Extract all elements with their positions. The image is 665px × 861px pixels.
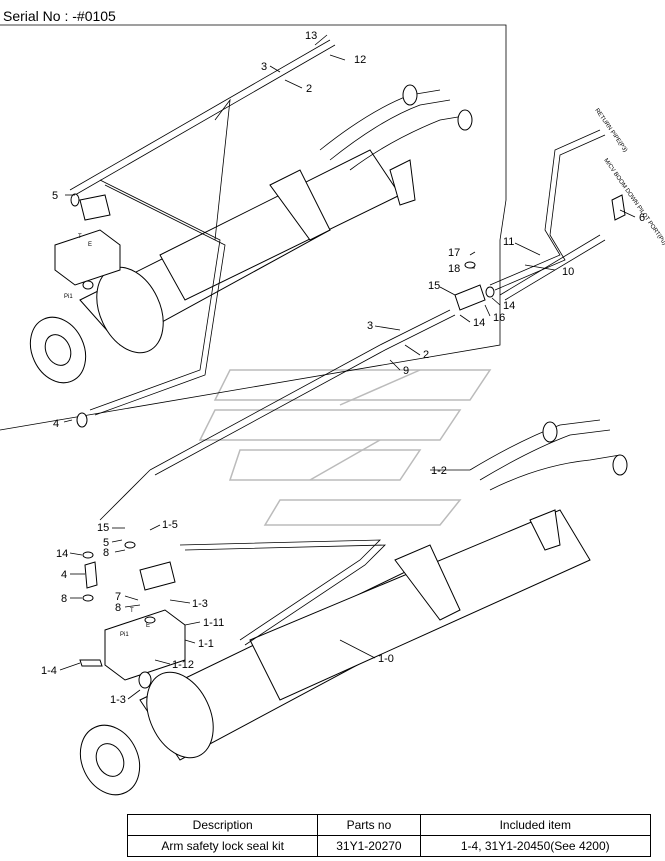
callout-4-upper: 4 [53,418,59,430]
callout-8-a: 8 [103,547,109,559]
e-label-lower: E [146,623,150,629]
callout-11: 11 [503,236,514,248]
callout-7: 7 [115,591,121,603]
callout-1-11: 1-11 [203,617,224,629]
cell-parts-no: 31Y1-20270 [317,835,421,857]
pi1-label-upper: Pi1 [64,294,73,300]
callout-1-5: 1-5 [162,519,178,531]
callout-4-lower: 4 [61,569,67,581]
callout-5-upper: 5 [52,190,58,202]
callout-17: 17 [448,247,460,259]
parts-table: Description Parts no Included item Arm s… [126,814,651,857]
callout-1-12: 1-12 [172,659,194,671]
callout-18: 18 [448,263,460,275]
t-label-lower: T [130,608,134,614]
cell-included-item: 1-4, 31Y1-20450(See 4200) [419,835,651,857]
callout-1-2: 1-2 [431,465,447,477]
header-parts-no: Parts no [317,814,421,836]
callout-8-b: 8 [61,593,67,605]
callout-5-lower: 5 [103,537,109,549]
pi1-label-lower: Pi1 [120,632,129,638]
callout-6: 6 [639,212,645,224]
callout-2-middle: 2 [423,349,429,361]
header-description: Description [126,814,319,836]
callout-13: 13 [305,30,317,42]
callout-14-lower: 14 [56,548,68,560]
callout-15-lower: 15 [97,522,109,534]
callout-1-3-upper: 1-3 [192,598,208,610]
callout-1-0: 1-0 [378,653,394,665]
table-row: Arm safety lock seal kit 31Y1-20270 1-4,… [126,835,651,857]
header-included-item: Included item [419,814,651,836]
upper-cylinder-assembly [29,39,473,428]
callout-2-upper: 2 [306,83,312,95]
watermark-logo [198,369,492,526]
serial-number: Serial No : -#0105 [3,8,116,24]
callout-14-right: 14 [503,300,515,312]
callout-3-upper: 3 [261,61,267,73]
callout-1-3-lower: 1-3 [110,694,126,706]
t-label-upper: T [78,234,82,240]
pilot-port-note: M/CV BOOM DOWN PILOT PORT(Pu) [602,158,665,247]
callout-12: 12 [354,54,366,66]
parts-table-header: Description Parts no Included item [126,814,651,836]
middle-fitting-assembly [99,129,626,521]
cell-description: Arm safety lock seal kit [126,835,319,857]
callout-1-4: 1-4 [41,665,57,677]
callout-10: 10 [562,266,574,278]
callout-16: 16 [493,312,505,324]
callout-1-1: 1-1 [198,638,214,650]
leader-lines [59,34,636,700]
callout-8-c: 8 [115,602,121,614]
e-label-upper: E [88,242,92,248]
lower-cylinder-assembly [79,419,628,796]
callout-14-left: 14 [473,317,485,329]
callout-9: 9 [403,365,409,377]
callout-3-middle: 3 [367,320,373,332]
callout-15-middle: 15 [428,280,440,292]
inset-frame [0,24,507,431]
